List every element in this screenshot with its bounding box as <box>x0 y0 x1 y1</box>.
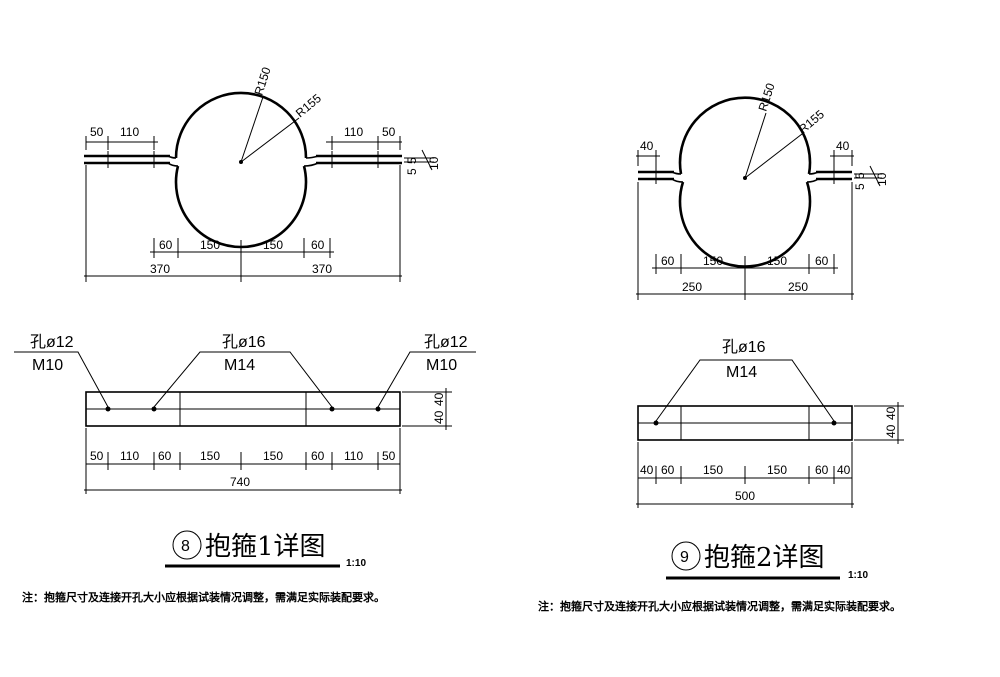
detail2-half-dim-right: 250 <box>788 280 808 294</box>
detail2-ring-view: R150 R155 40 40 5 5 10 60 150 150 60 250… <box>636 81 889 300</box>
detail2-ring-arc <box>678 96 812 175</box>
detail1-note: 注：抱箍尺寸及连接开孔大小应根据试装情况调整，需满足实际装配要求。 <box>22 590 385 604</box>
detail1-side-dim-a: 40 <box>432 410 446 424</box>
detail2-bottom-dim-6: 40 <box>837 463 851 477</box>
detail1-ring-arc <box>174 91 308 159</box>
detail2-center-dim-b: 150 <box>703 254 723 268</box>
detail2-top-dim-b: 40 <box>836 139 850 153</box>
detail1-top-dim-d: 50 <box>382 125 396 139</box>
detail1-title: 抱箍1详图 <box>205 532 326 562</box>
detail1-top-dim-b: 110 <box>120 125 139 139</box>
detail2-side-dim-b: 40 <box>884 406 898 420</box>
detail2-hole-mid: 孔ø16 <box>722 338 766 356</box>
detail1-center-dim-c: 150 <box>263 238 283 252</box>
detail1-ring-view: R150 R155 50 110 110 50 5 5 10 60 150 15… <box>84 65 441 282</box>
detail2-thick-1: 5 <box>853 183 867 190</box>
detail1-bottom-dim-3: 60 <box>158 449 172 463</box>
detail1-radius-outer: R155 <box>293 91 324 120</box>
detail1-number: 8 <box>181 538 190 555</box>
detail2-radius-inner: R150 <box>756 81 778 113</box>
detail1-center-dim-d: 60 <box>311 238 325 252</box>
detail2-bottom-dim-4: 150 <box>767 463 787 477</box>
detail1-center-dim-b: 150 <box>200 238 220 252</box>
detail1-bolt-left: M10 <box>32 357 63 374</box>
detail2-bolt-mid: M14 <box>726 364 757 381</box>
detail2-thick-2: 5 <box>853 172 867 179</box>
detail1-thick-1: 5 <box>405 168 419 175</box>
detail2-number: 9 <box>680 549 689 566</box>
detail1-hole-mid: 孔ø16 <box>222 333 266 351</box>
detail2-bottom-dim-2: 60 <box>661 463 675 477</box>
detail2-half-dim-left: 250 <box>682 280 702 294</box>
detail1-bottom-dim-1: 50 <box>90 449 104 463</box>
detail1-bottom-dim-8: 50 <box>382 449 396 463</box>
detail2-scale: 1:10 <box>848 570 868 581</box>
detail1-side-dim-b: 40 <box>432 392 446 406</box>
detail2-plate-view: 孔ø16 M14 40 40 40 60 150 150 60 40 500 <box>636 338 904 508</box>
detail2-bottom-dim-3: 150 <box>703 463 723 477</box>
detail2-center-dim-a: 60 <box>661 254 675 268</box>
detail1-bottom-dim-6: 60 <box>311 449 325 463</box>
detail2-top-dim-a: 40 <box>640 139 654 153</box>
detail2-center-dim-c: 150 <box>767 254 787 268</box>
detail1-bolt-mid: M14 <box>224 357 255 374</box>
detail1-bottom-dim-7: 110 <box>344 449 363 463</box>
detail1-thick-2: 5 <box>405 157 419 164</box>
detail1-bottom-dim-2: 110 <box>120 449 139 463</box>
detail1-bottom-dim-4: 150 <box>200 449 220 463</box>
detail1-scale: 1:10 <box>346 558 366 569</box>
detail1-total-dim: 740 <box>230 475 250 489</box>
detail1-bolt-right: M10 <box>426 357 457 374</box>
detail2-side-dim-a: 40 <box>884 424 898 438</box>
detail1-bottom-dim-5: 150 <box>263 449 283 463</box>
detail1-plate-view: 孔ø12 M10 孔ø16 M14 孔ø12 M10 40 40 50 110 … <box>14 333 476 494</box>
detail2-radius-outer: R155 <box>796 107 827 136</box>
detail1-center-dim-a: 60 <box>159 238 173 252</box>
detail1-top-dim-c: 110 <box>344 125 363 139</box>
detail1-hole-left: 孔ø12 <box>30 333 74 351</box>
detail2-center-dim-d: 60 <box>815 254 829 268</box>
detail1-top-dim-a: 50 <box>90 125 104 139</box>
detail2-thick-3: 10 <box>875 172 889 186</box>
detail2-bottom-dim-1: 40 <box>640 463 654 477</box>
detail1-thick-3: 10 <box>427 156 441 170</box>
detail1-half-dim-right: 370 <box>312 262 332 276</box>
detail2-note: 注：抱箍尺寸及连接开孔大小应根据试装情况调整，需满足实际装配要求。 <box>538 599 901 613</box>
detail1-radius-inner: R150 <box>252 65 274 97</box>
detail2-title: 抱箍2详图 <box>704 543 825 573</box>
detail1-hole-right: 孔ø12 <box>424 333 468 351</box>
detail1-half-dim-left: 370 <box>150 262 170 276</box>
detail2-bottom-dim-5: 60 <box>815 463 829 477</box>
detail2-total-dim: 500 <box>735 489 755 503</box>
detail1-title-block: 8 抱箍1详图 1:10 注：抱箍尺寸及连接开孔大小应根据试装情况调整，需满足实… <box>22 530 385 604</box>
detail2-title-block: 9 抱箍2详图 1:10 注：抱箍尺寸及连接开孔大小应根据试装情况调整，需满足实… <box>538 541 901 613</box>
